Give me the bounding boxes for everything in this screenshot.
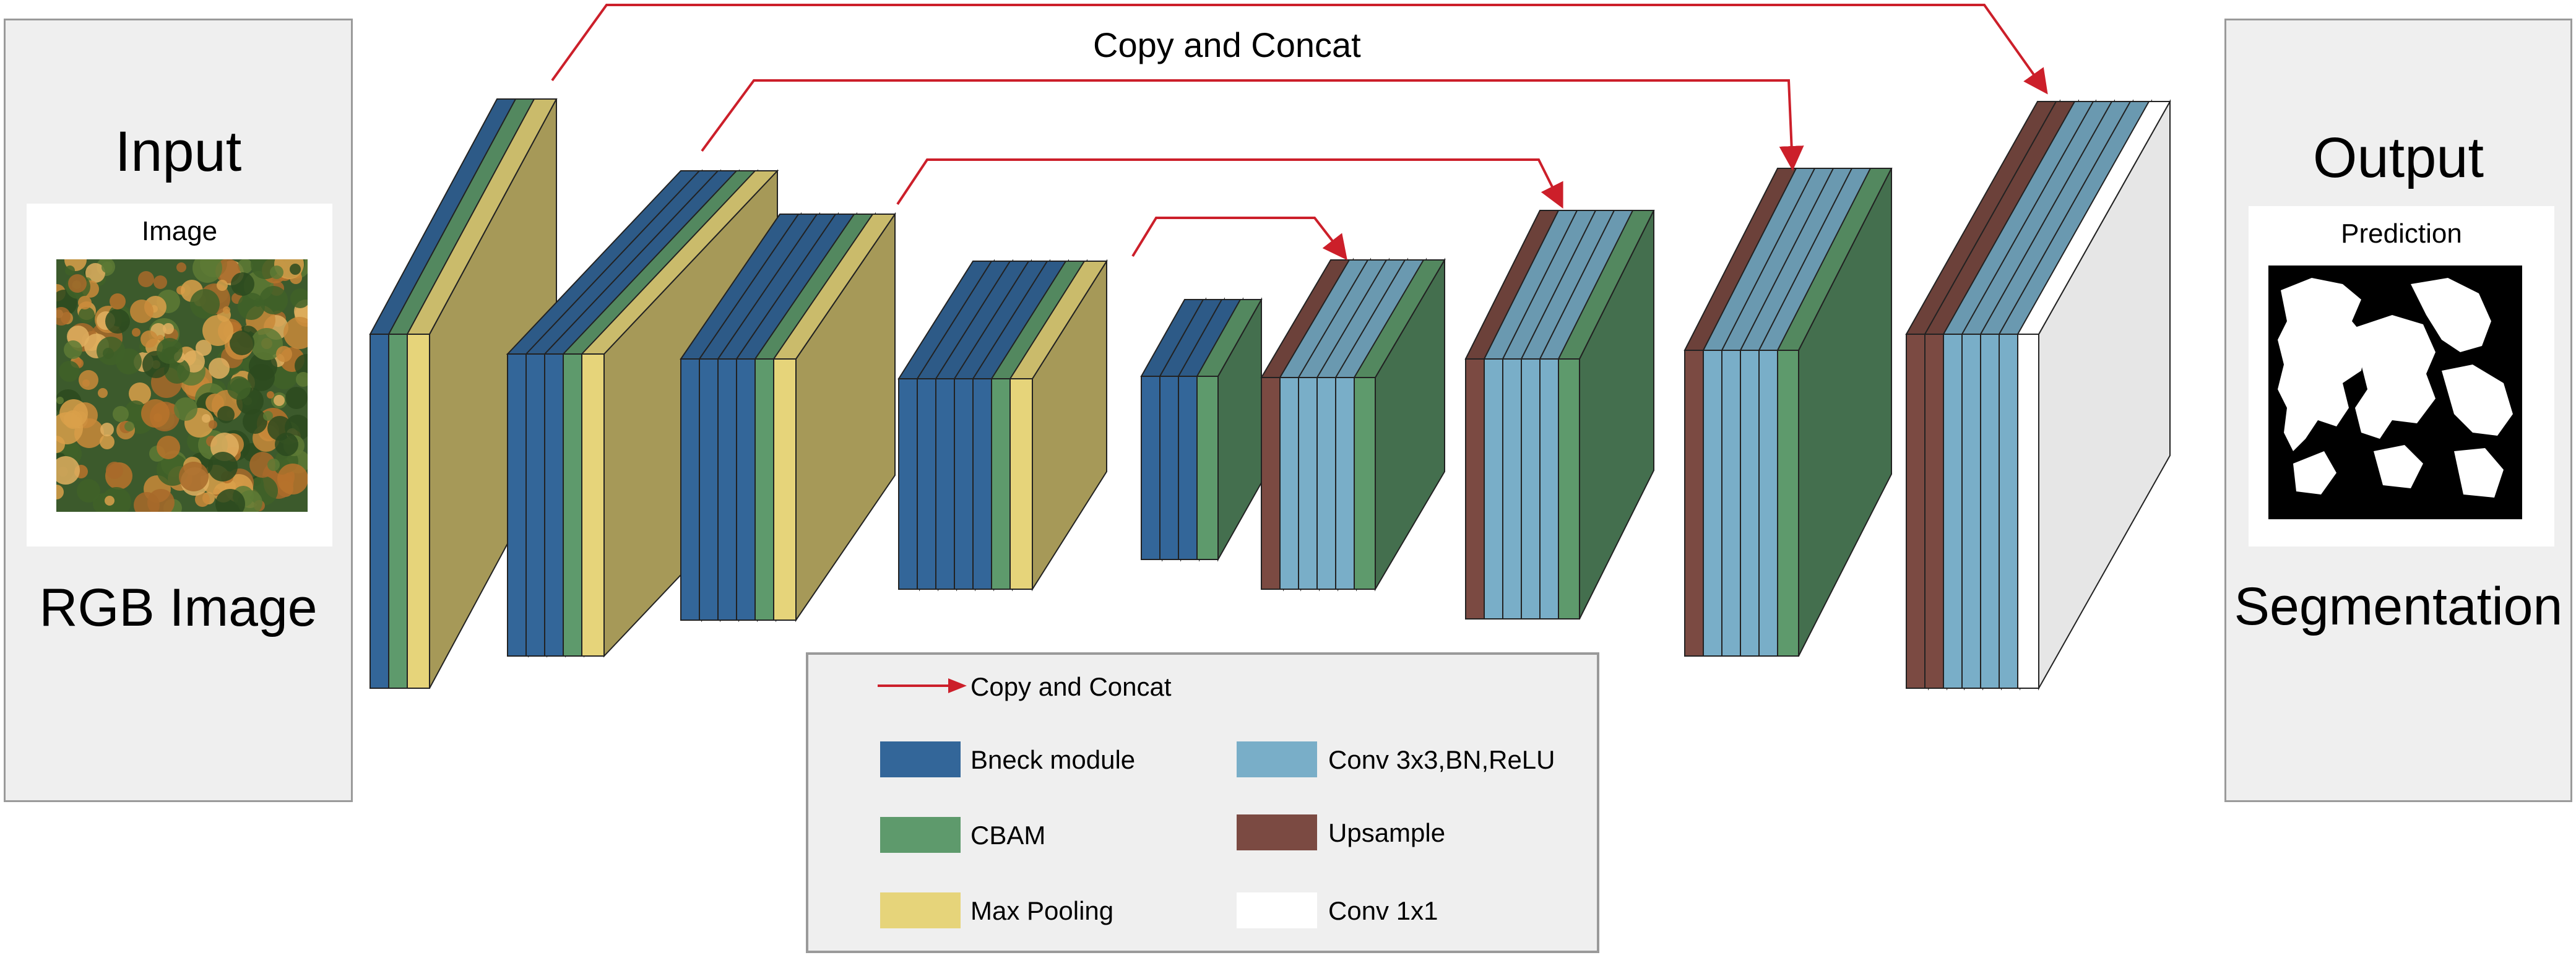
skip-arrow-2 — [701, 79, 1804, 171]
legend-label-conv1x1: Conv 1x1 — [1328, 896, 1438, 925]
layer-cbam-6-5 — [1557, 210, 1655, 620]
layer-cbam-4-3 — [1196, 297, 1263, 562]
layer-cbam-7-5 — [1776, 168, 1893, 657]
output-subtitle: Segmentation — [2234, 577, 2563, 636]
output-image-caption: Prediction — [2341, 218, 2462, 249]
legend-arrow-label: Copy and Concat — [970, 672, 1172, 701]
legend-label-upsample: Upsample — [1328, 818, 1446, 847]
legend-label-bneck: Bneck module — [970, 745, 1136, 774]
legend-label-maxpool: Max Pooling — [970, 896, 1114, 925]
skip-arrow-3 — [896, 158, 1563, 209]
input-image-card: Image — [27, 204, 332, 546]
legend-swatch-upsample — [1237, 814, 1317, 850]
legend-label-conv: Conv 3x3,BN,ReLU — [1328, 745, 1555, 774]
input-subtitle: RGB Image — [39, 578, 318, 637]
skip-arrow-1 — [551, 4, 2048, 95]
legend-swatch-conv1x1 — [1237, 892, 1317, 928]
layer-maxpool-0-2 — [406, 98, 558, 689]
legend-swatch-conv — [1237, 741, 1317, 777]
red-arrow-icon — [878, 678, 967, 693]
output-title: Output — [2312, 126, 2484, 189]
layer-maxpool-2-5 — [772, 212, 896, 623]
layer-cbam-5-5 — [1353, 257, 1446, 592]
legend: Copy and Concat Bneck module Conv 3x3,BN… — [806, 652, 1599, 953]
input-panel: Input Image RGB Image — [4, 19, 353, 802]
tree-canopy-photo-icon — [56, 259, 308, 512]
skip-connection-label: Copy and Concat — [1093, 25, 1361, 64]
binary-segmentation-mask-icon — [2268, 266, 2522, 519]
legend-swatch-cbam — [880, 817, 961, 853]
input-image-caption: Image — [141, 216, 218, 246]
legend-swatch-maxpool — [880, 892, 961, 928]
legend-label-cbam: CBAM — [970, 821, 1046, 850]
legend-swatch-bneck — [880, 741, 961, 777]
layer-conv1x1-8-6 — [2016, 99, 2171, 691]
input-title: Input — [115, 120, 242, 183]
layer-maxpool-3-6 — [1009, 259, 1108, 592]
output-image-card: Prediction — [2249, 206, 2554, 546]
skip-arrow-4 — [1131, 217, 1347, 261]
output-panel: Output Prediction Segmentation — [2224, 19, 2572, 802]
